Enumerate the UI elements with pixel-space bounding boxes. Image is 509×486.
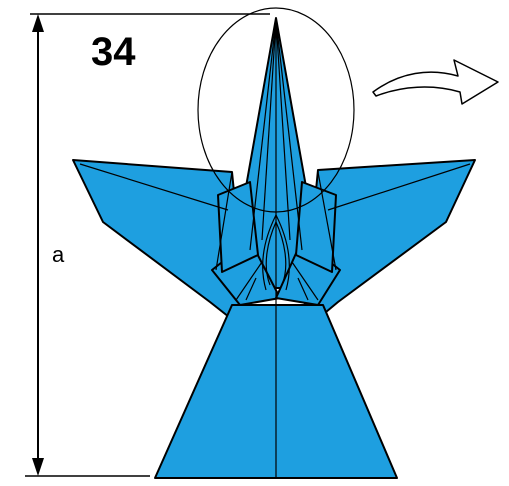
inner-right-flap <box>295 181 337 273</box>
dimension-label: a <box>52 242 65 267</box>
crease-lines <box>79 19 471 478</box>
step-number: 34 <box>91 30 136 74</box>
dimension-line <box>25 13 270 477</box>
dimension-arrow-bottom <box>32 458 44 476</box>
curved-arrow-right-icon <box>372 59 499 105</box>
dimension-arrow-top <box>32 14 44 32</box>
zoom-circle <box>197 7 355 213</box>
origami-angel <box>72 17 476 479</box>
inner-left-flap <box>217 181 259 273</box>
